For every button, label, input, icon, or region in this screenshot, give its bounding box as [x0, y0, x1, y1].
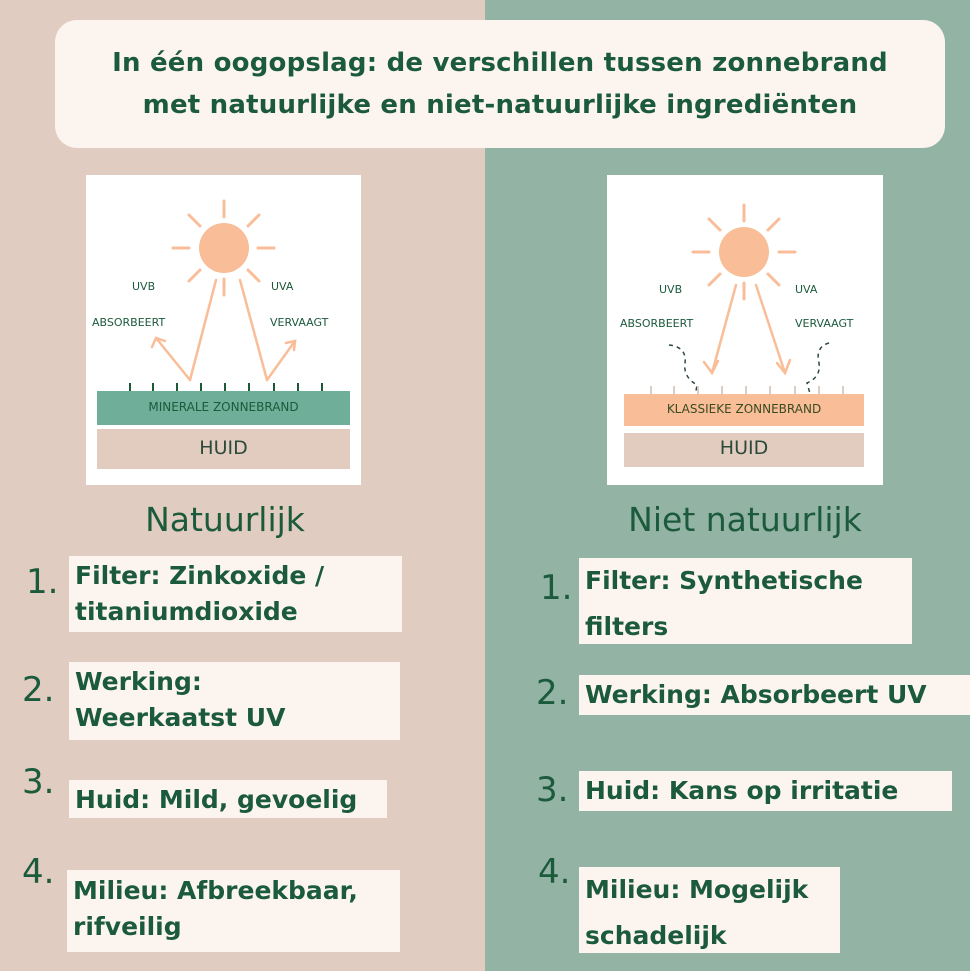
- list-item-action-bg: [69, 662, 400, 740]
- absorbs-label: ABSORBEERT: [92, 316, 166, 329]
- absorbs-label: ABSORBEERT: [620, 317, 694, 330]
- title-line-2: met natuurlijke en niet-natuurlijke ingr…: [142, 90, 858, 120]
- list-item-filter: Filter: Synthetische filters: [579, 558, 912, 644]
- natural-heading: Natuurlijk: [145, 500, 305, 539]
- sun-icon: [97, 199, 350, 469]
- list-item-action: Werking: Absorbeert UV: [579, 675, 970, 715]
- uva-label: UVA: [795, 283, 818, 296]
- list-item-skin: Huid: Mild, gevoelig: [69, 780, 387, 818]
- uva-label: UVA: [271, 280, 294, 293]
- non-natural-heading: Niet natuurlijk: [628, 500, 862, 539]
- list-item-skin: Huid: Kans op irritatie: [579, 771, 952, 811]
- fades-label: VERVAAGT: [270, 316, 329, 329]
- list-number: 4.: [538, 852, 571, 892]
- title-line-1: In één oogopslag: de verschillen tussen …: [112, 48, 888, 78]
- mineral-layer-label: MINERALE ZONNEBRAND: [148, 400, 299, 414]
- list-number: 2.: [536, 673, 569, 713]
- sun-icon: [624, 203, 864, 467]
- list-number: 4.: [22, 852, 55, 892]
- skin-label: HUID: [719, 437, 769, 459]
- list-item-action: Werking: Weerkaatst UV: [75, 667, 286, 732]
- list-number: 2.: [22, 670, 55, 710]
- mineral-sunscreen-diagram: UVB UVA ABSORBEERT VERVAAGT MINERALE ZON…: [86, 175, 361, 485]
- list-number: 3.: [536, 770, 569, 810]
- uvb-label: UVB: [659, 283, 683, 296]
- classic-layer-label: KLASSIEKE ZONNEBRAND: [666, 402, 822, 416]
- uvb-label: UVB: [132, 280, 156, 293]
- list-number: 3.: [22, 762, 55, 802]
- list-item-environment: Milieu: Mogelijk schadelijk: [579, 867, 840, 953]
- list-number: 1.: [540, 568, 573, 608]
- skin-label: HUID: [199, 437, 248, 459]
- list-item-filter: Filter: Zinkoxide / titaniumdioxide: [69, 556, 402, 632]
- classic-sunscreen-diagram: UVB UVA ABSORBEERT VERVAAGT KLASSIEKE ZO…: [607, 175, 883, 485]
- list-item-environment: Milieu: Afbreekbaar, rifveilig: [67, 870, 400, 952]
- title-card: In één oogopslag: de verschillen tussen …: [55, 20, 945, 148]
- fades-label: VERVAAGT: [795, 317, 854, 330]
- list-number: 1.: [26, 562, 59, 602]
